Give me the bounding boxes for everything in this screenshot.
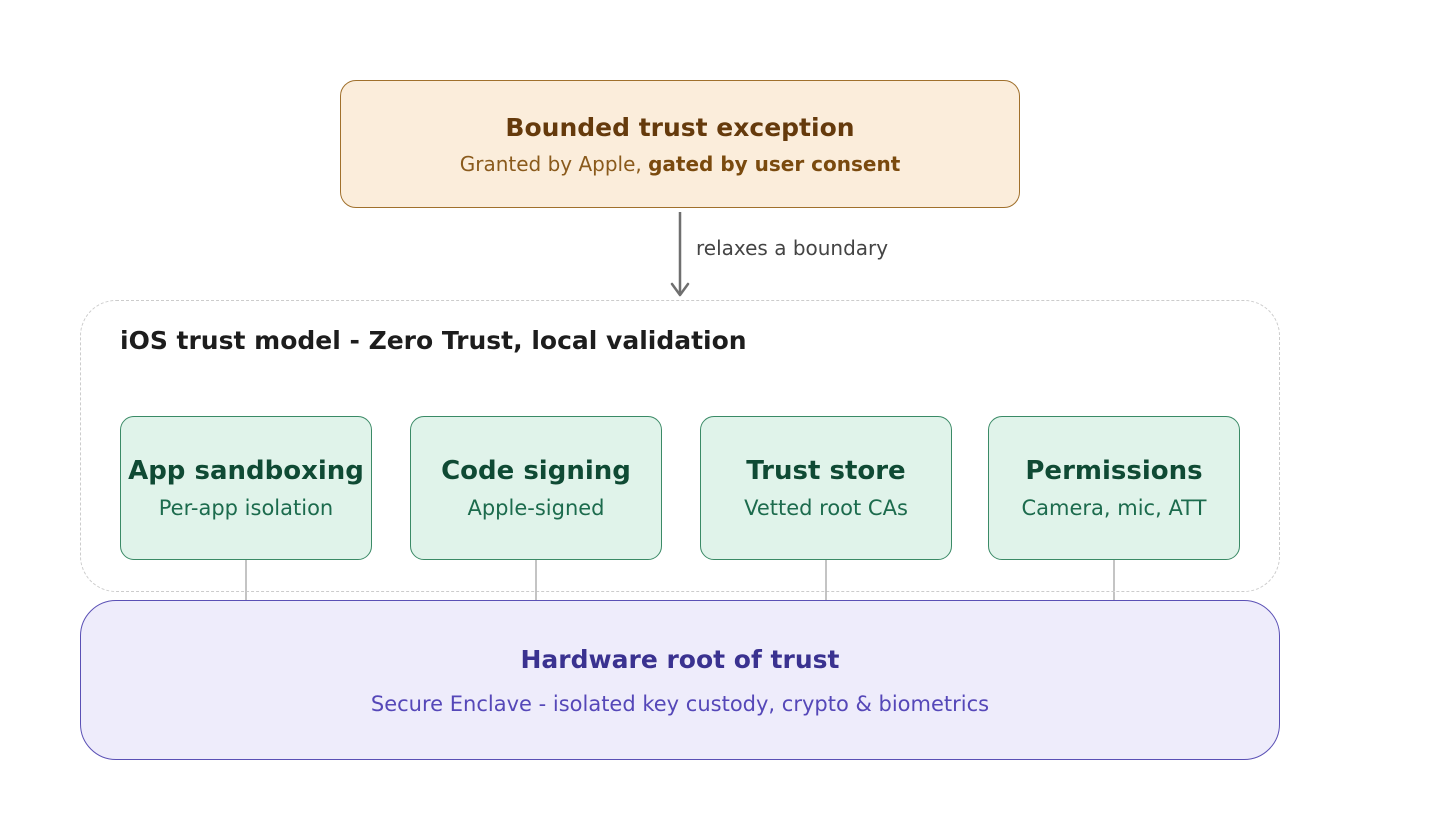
hardware-title: Hardware root of trust [520,644,840,674]
pillar-title: Permissions [1025,456,1203,486]
relaxes-arrow-label: relaxes a boundary [696,236,889,260]
pillar-title: Code signing [441,456,631,486]
relaxes-arrow-head [670,282,690,297]
pillar-code-signing: Code signing Apple-signed [410,416,662,560]
trust-model-title: iOS trust model - Zero Trust, local vali… [120,326,747,355]
trust-model-container [80,300,1280,592]
pillar-subtitle: Per-app isolation [158,496,334,520]
pillar-trust-store: Trust store Vetted root CAs [700,416,952,560]
hardware-root-box: Hardware root of trust Secure Enclave - … [80,600,1280,760]
pillar-subtitle: Camera, mic, ATT [1021,496,1207,520]
pillar-subtitle: Vetted root CAs [744,496,908,520]
hardware-subtitle: Secure Enclave - isolated key custody, c… [370,691,990,716]
bounded-trust-exception-box: Bounded trust exception Granted by Apple… [340,80,1020,208]
exception-subtitle: Granted by Apple, gated by user consent [460,152,901,176]
exception-title: Bounded trust exception [505,112,855,142]
pillar-app-sandboxing: App sandboxing Per-app isolation [120,416,372,560]
pillar-title: Trust store [746,456,906,486]
exception-subtitle-bold: gated by user consent [648,151,901,176]
pillar-title: App sandboxing [128,456,364,486]
pillar-permissions: Permissions Camera, mic, ATT [988,416,1240,560]
pillar-subtitle: Apple-signed [467,496,605,520]
exception-subtitle-plain: Granted by Apple, [459,151,649,176]
